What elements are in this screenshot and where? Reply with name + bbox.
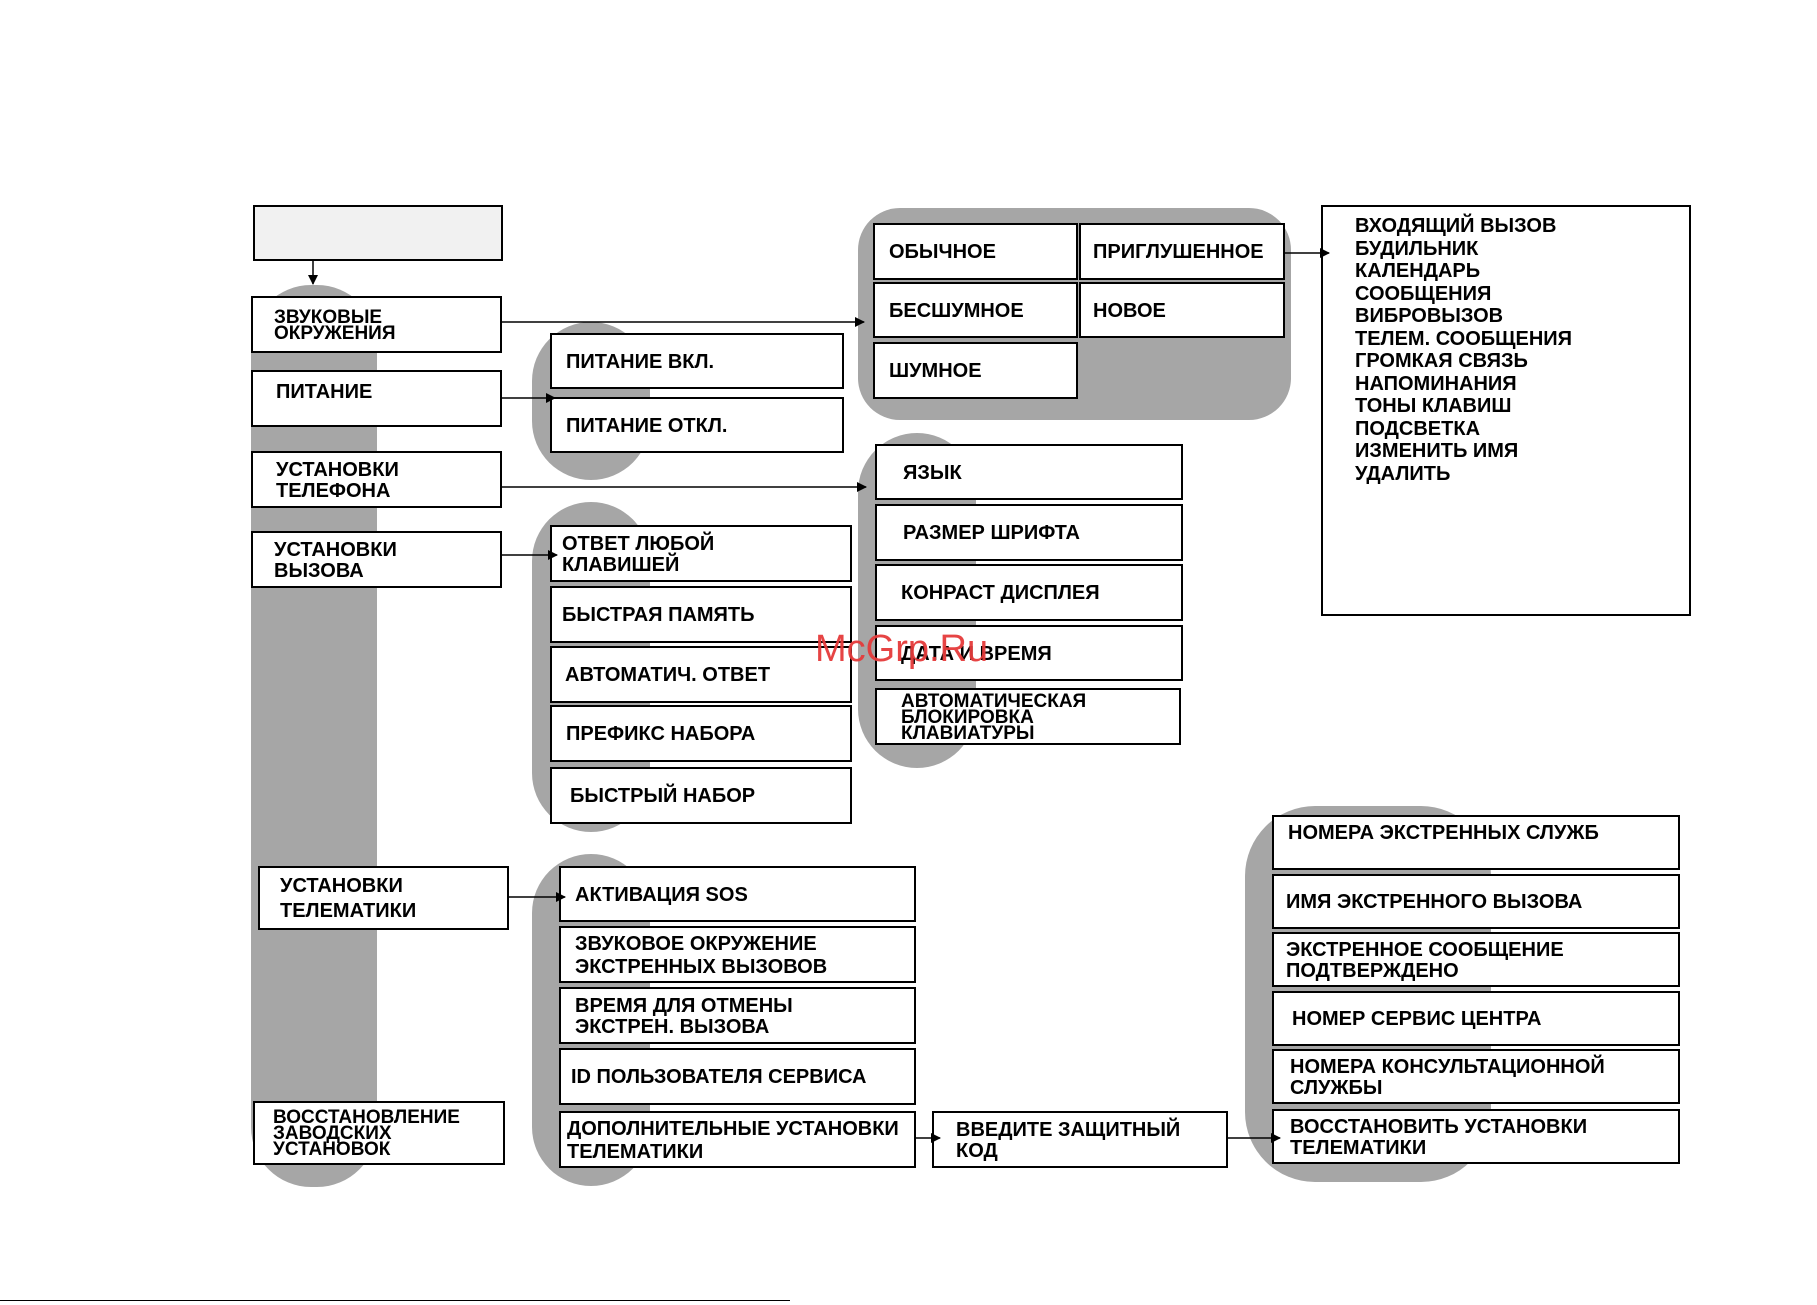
main-menu-sound[interactable]: ЗВУКОВЫЕ ОКРУЖЕНИЯ xyxy=(251,296,502,353)
main-menu-call-settings[interactable]: УСТАНОВКИ ВЫЗОВА xyxy=(251,531,502,588)
profile-option-item[interactable]: ТОНЫ КЛАВИШ xyxy=(1355,395,1512,417)
profile-option-item[interactable]: ВИБРОВЫЗОВ xyxy=(1355,305,1504,327)
extra-emergency-msg-confirmed[interactable]: ЭКСТРЕННОЕ СООБЩЕНИЕ ПОДТВЕРЖДЕНО xyxy=(1272,932,1680,987)
telematics-sos-activation[interactable]: АКТИВАЦИЯ SOS xyxy=(559,866,916,922)
profile-option-item[interactable]: ГРОМКАЯ СВЯЗЬ xyxy=(1355,350,1528,372)
sound-profile-new[interactable]: НОВОЕ xyxy=(1079,282,1285,338)
phone-setting-date-time[interactable]: ДАТА И ВРЕМЯ xyxy=(875,625,1183,681)
root-box xyxy=(253,205,503,261)
call-setting-dial-prefix[interactable]: ПРЕФИКС НАБОРА xyxy=(550,705,852,762)
call-setting-any-key-answer[interactable]: ОТВЕТ ЛЮБОЙ КЛАВИШЕЙ xyxy=(550,525,852,582)
extra-restore-telematics[interactable]: ВОССТАНОВИТЬ УСТАНОВКИ ТЕЛЕМАТИКИ xyxy=(1272,1109,1680,1164)
telematics-additional-settings[interactable]: ДОПОЛНИТЕЛЬНЫЕ УСТАНОВКИ ТЕЛЕМАТИКИ xyxy=(559,1111,916,1168)
profile-option-item[interactable]: УДАЛИТЬ xyxy=(1355,462,1451,485)
profile-option-item[interactable]: ВХОДЯЩИЙ ВЫЗОВ xyxy=(1355,215,1557,237)
telematics-cancel-time[interactable]: ВРЕМЯ ДЛЯ ОТМЕНЫ ЭКСТРЕН. ВЫЗОВА xyxy=(559,987,916,1044)
extra-emergency-numbers[interactable]: НОМЕРА ЭКСТРЕННЫХ СЛУЖБ xyxy=(1272,815,1680,870)
profile-options-panel: ВХОДЯЩИЙ ВЫЗОВ БУДИЛЬНИК КАЛЕНДАРЬ СООБЩ… xyxy=(1321,205,1691,616)
telematics-emergency-sound[interactable]: ЗВУКОВОЕ ОКРУЖЕНИЕ ЭКСТРЕННЫХ ВЫЗОВОВ xyxy=(559,926,916,983)
extra-emergency-call-name[interactable]: ИМЯ ЭКСТРЕННОГО ВЫЗОВА xyxy=(1272,874,1680,929)
profile-option-item[interactable]: СООБЩЕНИЯ xyxy=(1355,282,1492,305)
main-menu-power[interactable]: ПИТАНИЕ xyxy=(251,370,502,427)
watermark-text: McGrp.Ru xyxy=(815,628,989,670)
sound-profile-silent[interactable]: БЕСШУМНОЕ xyxy=(873,282,1078,338)
main-menu-telematics[interactable]: УСТАНОВКИ ТЕЛЕМАТИКИ xyxy=(258,866,509,930)
call-setting-auto-answer[interactable]: АВТОМАТИЧ. ОТВЕТ xyxy=(550,646,852,703)
phone-setting-language[interactable]: ЯЗЫК xyxy=(875,444,1183,500)
telematics-service-user-id[interactable]: ID ПОЛЬЗОВАТЕЛЯ СЕРВИСА xyxy=(559,1048,916,1105)
power-on[interactable]: ПИТАНИЕ ВКЛ. xyxy=(550,333,844,389)
security-code-box[interactable]: ВВЕДИТЕ ЗАЩИТНЫЙ КОД xyxy=(932,1111,1228,1168)
main-menu-backing xyxy=(251,285,377,1187)
sound-profile-normal[interactable]: ОБЫЧНОЕ xyxy=(873,223,1078,280)
call-setting-speed-dial[interactable]: БЫСТРЫЙ НАБОР xyxy=(550,767,852,824)
phone-setting-font-size[interactable]: РАЗМЕР ШРИФТА xyxy=(875,504,1183,561)
profile-option-item[interactable]: ИЗМЕНИТЬ ИМЯ xyxy=(1355,440,1519,462)
extra-service-center-number[interactable]: НОМЕР СЕРВИС ЦЕНТРА xyxy=(1272,991,1680,1046)
footer-divider xyxy=(0,1300,790,1301)
extra-consultation-numbers[interactable]: НОМЕРА КОНСУЛЬТАЦИОННОЙ СЛУЖБЫ xyxy=(1272,1049,1680,1104)
phone-setting-auto-keylock[interactable]: АВТОМАТИЧЕСКАЯ БЛОКИРОВКА КЛАВИАТУРЫ xyxy=(875,688,1181,745)
profile-option-item[interactable]: КАЛЕНДАРЬ xyxy=(1355,260,1481,282)
profile-option-item[interactable]: НАПОМИНАНИЯ xyxy=(1355,372,1517,395)
call-setting-speed-memory[interactable]: БЫСТРАЯ ПАМЯТЬ xyxy=(550,586,852,643)
profile-option-item[interactable]: БУДИЛЬНИК xyxy=(1355,237,1479,260)
power-off[interactable]: ПИТАНИЕ ОТКЛ. xyxy=(550,397,844,453)
phone-setting-contrast[interactable]: КОНРАСТ ДИСПЛЕЯ xyxy=(875,564,1183,621)
sound-profile-loud[interactable]: ШУМНОЕ xyxy=(873,342,1078,399)
sound-profile-muted[interactable]: ПРИГЛУШЕННОЕ xyxy=(1079,223,1285,280)
profile-option-item[interactable]: ТЕЛЕМ. СООБЩЕНИЯ xyxy=(1355,327,1573,350)
main-menu-phone-settings[interactable]: УСТАНОВКИ ТЕЛЕФОНА xyxy=(251,451,502,508)
profile-option-item[interactable]: ПОДСВЕТКА xyxy=(1355,417,1481,440)
main-menu-factory-reset[interactable]: ВОССТАНОВЛЕНИЕ ЗАВОДСКИХ УСТАНОВОК xyxy=(253,1101,505,1165)
